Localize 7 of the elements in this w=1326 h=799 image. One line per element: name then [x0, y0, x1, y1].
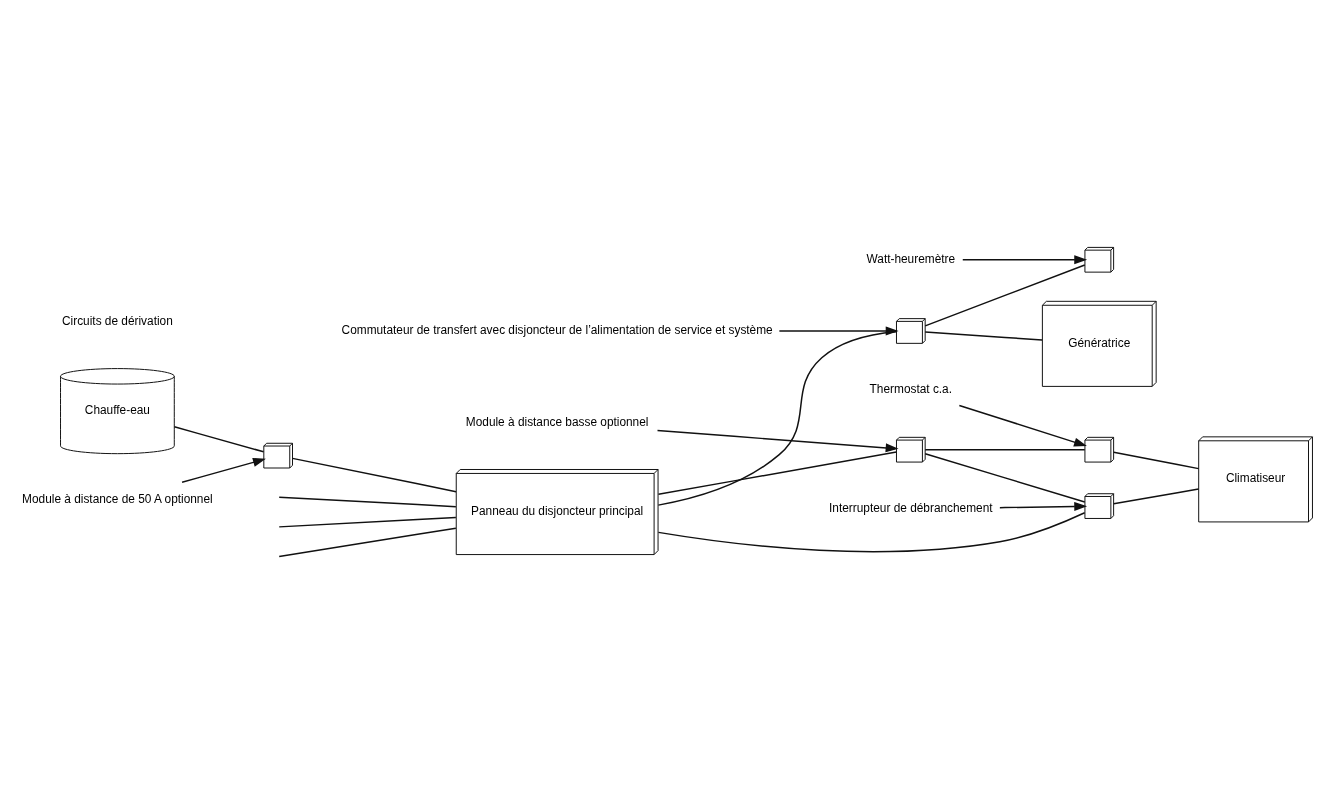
node-text: Module à distance de 50 A optionnel: [22, 492, 213, 507]
node-text: Thermostat c.a.: [869, 382, 953, 397]
label: Circuits de dérivation: [62, 314, 173, 329]
node-text: Module à distance basse optionnel: [465, 415, 649, 430]
node-text: Watt-heuremètre: [866, 251, 956, 266]
node-text: Interrupteur de débranchement: [829, 501, 993, 516]
node-text: Commutateur de transfert avec disjoncteur de l’alimentation de service et système: [341, 323, 773, 338]
